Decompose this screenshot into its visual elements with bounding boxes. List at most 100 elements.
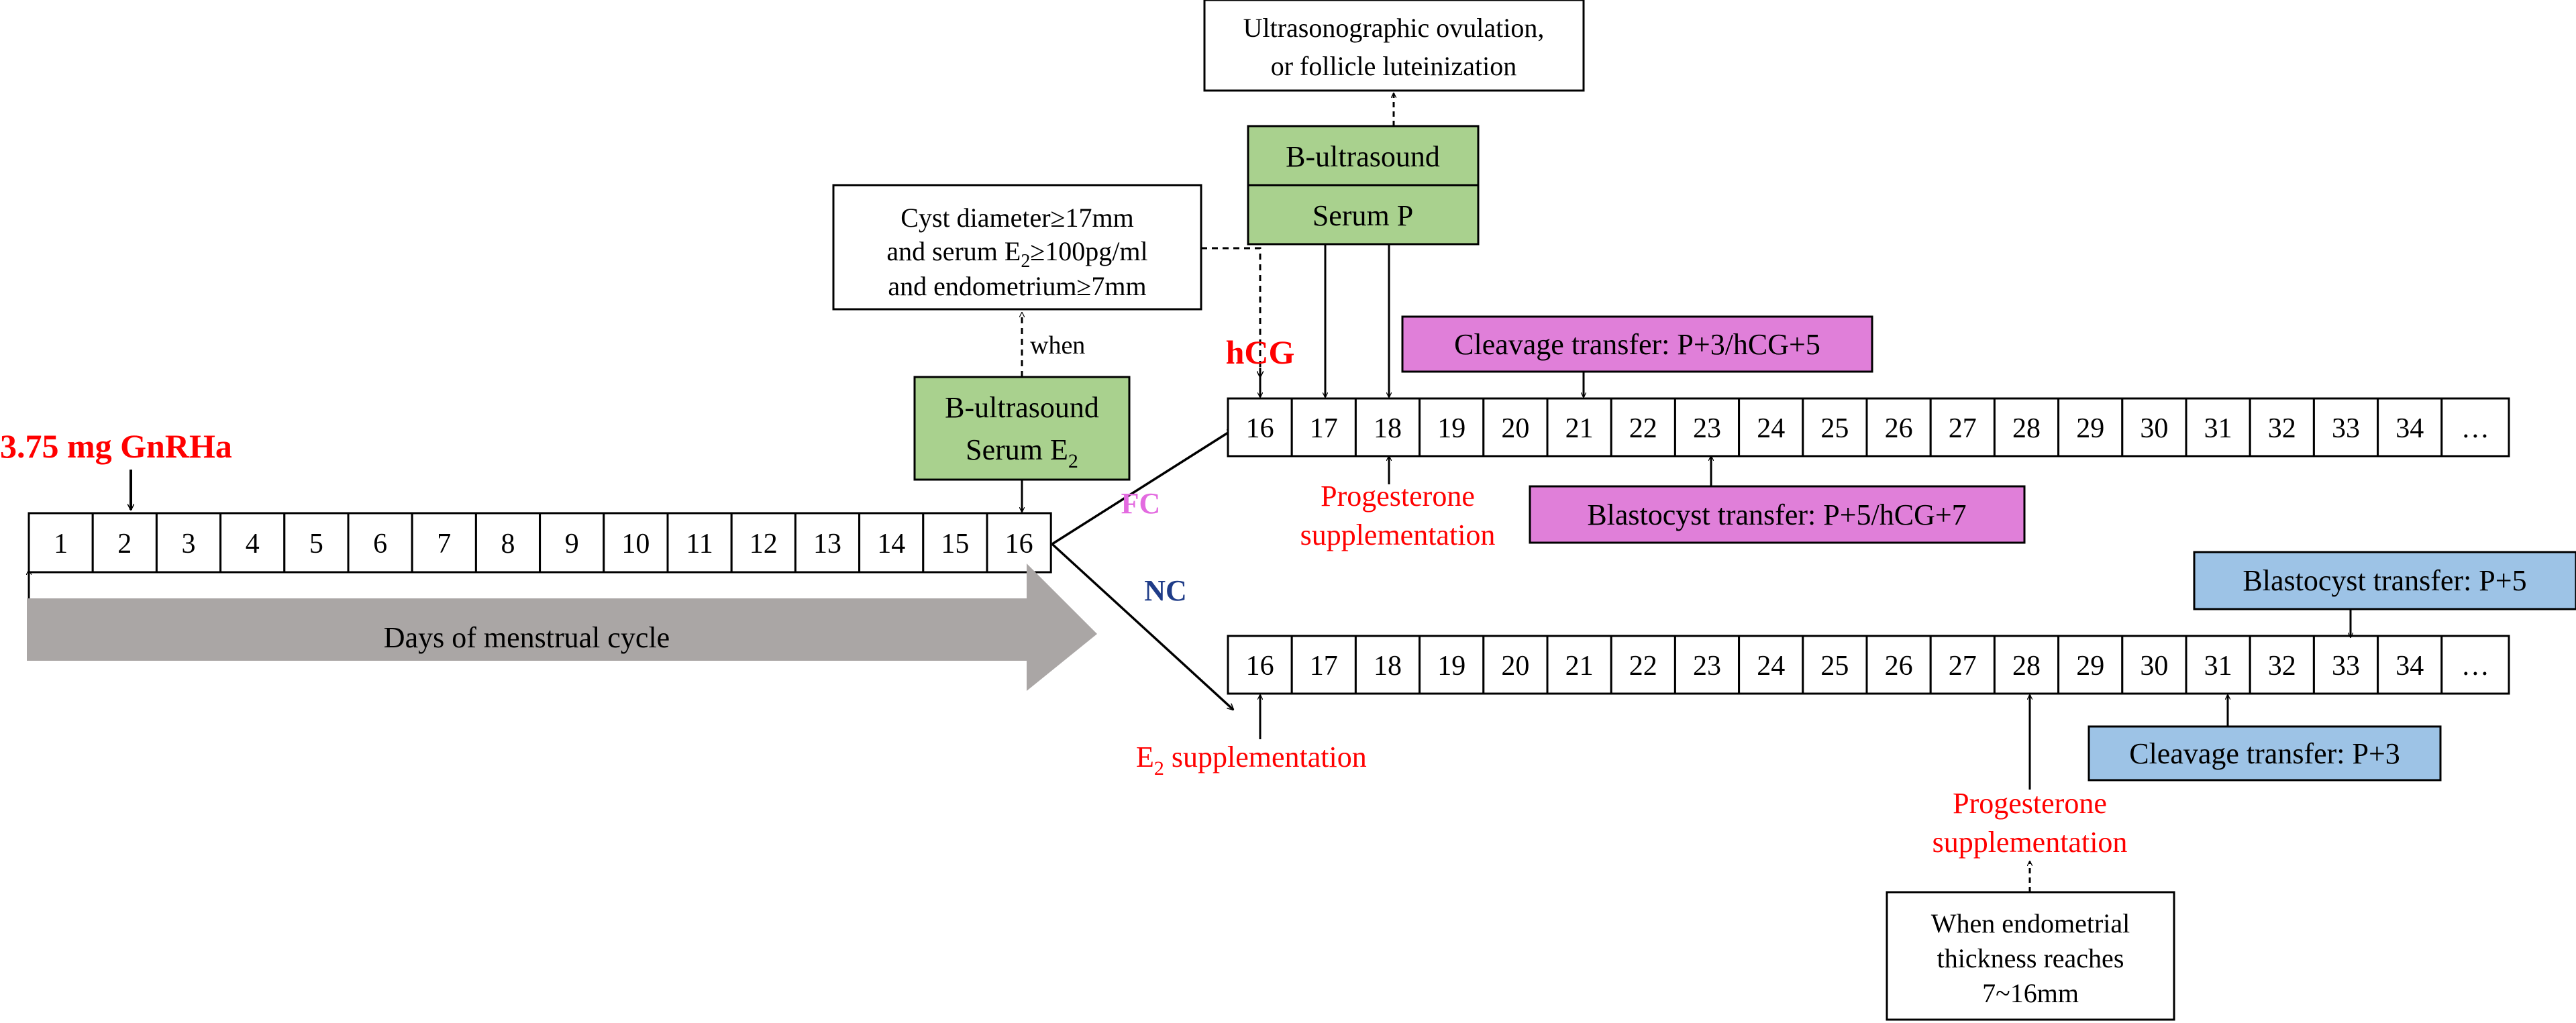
nc-day-cell	[2185, 635, 2251, 695]
fc-day-cell	[2312, 397, 2379, 457]
nc-day-number: 33	[2332, 651, 2360, 682]
nc-day-number: 28	[2012, 651, 2041, 682]
endometrial-thickness-box	[1886, 891, 2175, 1021]
nc-ellipsis: …	[2461, 651, 2489, 682]
serum-p-box	[1247, 184, 1480, 246]
main-day-cell	[411, 512, 477, 574]
fc-progesterone-line2: supplementation	[1300, 519, 1496, 551]
fc-cleavage-transfer-box	[1401, 315, 1873, 373]
fc-day-cell	[1290, 397, 1357, 457]
fc-blastocyst-label: Blastocyst transfer: P+5/hCG+7	[1587, 498, 1966, 531]
endometrial-line3: 7~16mm	[1982, 978, 2079, 1008]
main-day-cell	[91, 512, 158, 574]
nc-day-cell	[2057, 635, 2124, 695]
fc-day-number: 34	[2395, 413, 2424, 444]
main-day-cell	[858, 512, 925, 574]
fc-day-number: 26	[1885, 413, 1913, 444]
fc-day-cell	[1419, 397, 1485, 457]
fc-branch-arrow	[1051, 428, 1233, 545]
fc-cleavage-label: Cleavage transfer: P+3/hCG+5	[1454, 328, 1820, 361]
ovulation-line1: Ultrasonographic ovulation,	[1243, 13, 1545, 43]
main-day-cell	[539, 512, 605, 574]
main-day-number: 10	[621, 529, 650, 559]
nc-day-number: 30	[2140, 651, 2168, 682]
main-day-cell	[986, 512, 1052, 574]
fc-ellipsis-cell	[2440, 397, 2510, 457]
main-day-number: 1	[54, 529, 68, 559]
main-day-number: 8	[501, 529, 515, 559]
bus-e2-line1: B-ultrasound	[945, 391, 1099, 424]
fc-day-cell	[1738, 397, 1804, 457]
nc-day-number: 20	[1501, 651, 1529, 682]
main-day-number: 6	[373, 529, 387, 559]
nc-day-cell	[2377, 635, 2443, 695]
fc-day-number: 31	[2204, 413, 2232, 444]
when-label: when	[1030, 331, 1085, 360]
nc-day-number: 29	[2076, 651, 2104, 682]
fc-day-number: 16	[1246, 413, 1274, 444]
fc-label: FC	[1121, 487, 1161, 520]
nc-day-cell	[1865, 635, 1932, 695]
nc-day-cell	[1993, 635, 2060, 695]
fc-day-number: 32	[2268, 413, 2296, 444]
nc-day-number: 23	[1693, 651, 1721, 682]
fc-day-number: 18	[1374, 413, 1402, 444]
fc-day-number: 19	[1437, 413, 1465, 444]
fc-day-cell	[1929, 397, 1996, 457]
fc-day-number: 24	[1757, 413, 1785, 444]
main-day-number: 5	[309, 529, 323, 559]
main-day-number: 3	[182, 529, 196, 559]
nc-day-number: 32	[2268, 651, 2296, 682]
main-day-cell	[794, 512, 861, 574]
nc-day-cell	[1673, 635, 1741, 695]
main-day-number: 15	[941, 529, 969, 559]
nc-progesterone-line2: supplementation	[1933, 826, 2128, 859]
cyst-line3: and endometrium≥7mm	[888, 271, 1146, 301]
ovulation-line2: or follicle luteinization	[1271, 51, 1517, 81]
main-day-number: 13	[813, 529, 841, 559]
main-day-cell	[347, 512, 413, 574]
fc-day-cell	[1354, 397, 1421, 457]
fc-day-number: 20	[1501, 413, 1529, 444]
fc-day-number: 25	[1820, 413, 1849, 444]
main-day-number: 11	[686, 529, 713, 559]
endometrial-line2: thickness reaches	[1937, 943, 2124, 973]
nc-e2-supplementation-label: E2 supplementation	[1136, 741, 1367, 779]
nc-day-cell	[1482, 635, 1549, 695]
nc-day-number: 34	[2395, 651, 2424, 682]
bus-e2-line2: Serum E2	[966, 433, 1078, 472]
main-day-cell	[283, 512, 350, 574]
bultrasound-label: B-ultrasound	[1286, 140, 1440, 173]
ovulation-box	[1203, 0, 1585, 92]
nc-day-number: 25	[1820, 651, 1849, 682]
main-day-cell	[155, 512, 222, 574]
main-day-cell	[603, 512, 669, 574]
nc-day-number: 17	[1310, 651, 1338, 682]
nc-day-number: 18	[1374, 651, 1402, 682]
main-day-number: 9	[565, 529, 579, 559]
fc-blastocyst-transfer-box	[1529, 485, 2026, 544]
fc-day-number: 29	[2076, 413, 2104, 444]
fc-day-number: 27	[1949, 413, 1977, 444]
cyst-line2: and serum E2≥100pg/ml	[886, 236, 1147, 272]
hcg-label: hCG	[1226, 333, 1295, 371]
main-day-number: 4	[246, 529, 260, 559]
fc-day-cell	[2057, 397, 2124, 457]
fc-day-number: 28	[2012, 413, 2041, 444]
fc-day-cell	[1993, 397, 2060, 457]
nc-label: NC	[1144, 574, 1187, 607]
nc-day-cell	[1546, 635, 1612, 695]
nc-day-number: 26	[1885, 651, 1913, 682]
fc-day-cell	[1610, 397, 1676, 457]
cyst-line1: Cyst diameter≥17mm	[900, 203, 1133, 233]
main-day-cell	[28, 512, 94, 574]
nc-ellipsis-cell	[2440, 635, 2510, 695]
fc-day-number: 30	[2140, 413, 2168, 444]
days-arrow	[27, 563, 1097, 691]
endometrial-line1: When endometrial	[1931, 908, 2130, 938]
main-day-cell	[730, 512, 796, 574]
main-day-number: 7	[437, 529, 451, 559]
